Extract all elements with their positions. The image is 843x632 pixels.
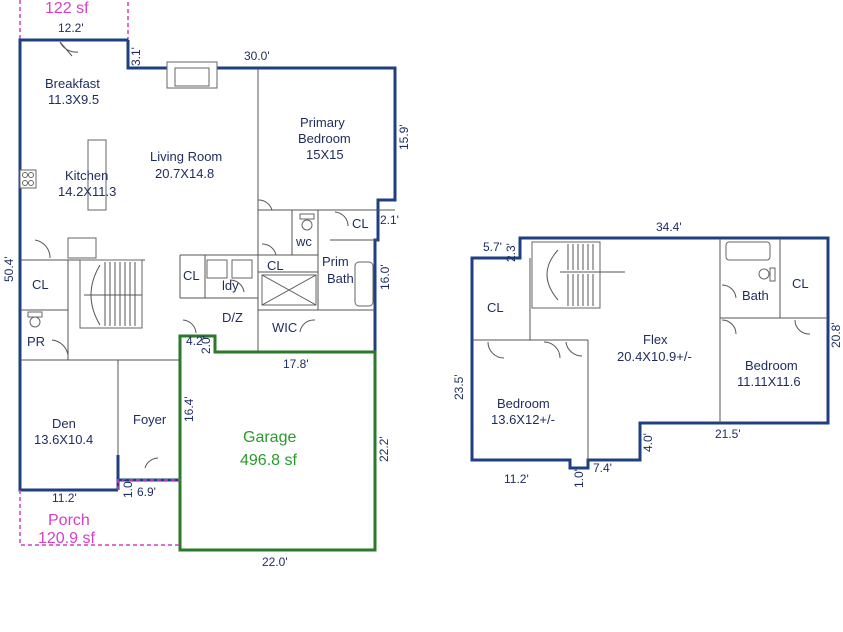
closet-label: CL	[183, 268, 200, 283]
closet-label: CL	[32, 277, 49, 292]
main-stairs-icon	[79, 259, 143, 329]
bathtub-icon	[354, 261, 374, 307]
dz-label: D/Z	[222, 310, 243, 325]
interior-walls	[20, 68, 395, 455]
upper-door-swings	[487, 284, 811, 359]
door-swings	[34, 41, 349, 469]
garage-label: Garage	[243, 429, 296, 446]
den-label: Den	[52, 416, 76, 431]
bedroom-right-size: 11.11X11.6	[737, 374, 801, 389]
dim-20-8: 20.8'	[829, 322, 843, 348]
kitchen-island	[87, 139, 107, 211]
dim-11-2-upper: 11.2'	[504, 472, 529, 486]
breakfast-label: Breakfast	[45, 76, 100, 91]
dim-1-0: 1.0'	[121, 479, 135, 498]
upper-floor: CL Bath CL Flex 20.4X10.9+/- Bedroom 13.…	[452, 220, 843, 488]
dim-50-4: 50.4'	[2, 256, 16, 282]
shower-icon	[261, 274, 317, 306]
toilet-icon	[27, 311, 43, 328]
porch: Porch 120.9 sf	[19, 479, 180, 547]
den-size: 13.6X10.4	[34, 432, 93, 447]
wic-label: WIC	[272, 320, 297, 335]
dim-16-0: 16.0'	[378, 264, 392, 290]
dim-21-5: 21.5'	[715, 427, 741, 441]
flex-label: Flex	[643, 332, 668, 347]
upper-exterior-walls	[470, 236, 830, 470]
dim-22-0: 22.0'	[262, 555, 288, 569]
dim-12-2: 12.2'	[58, 21, 84, 35]
upper-closet-right-label: CL	[792, 276, 809, 291]
dim-2-0: 2.0'	[199, 335, 213, 354]
dim-7-4: 7.4'	[593, 461, 612, 475]
dim-1-0-upper: 1.0'	[572, 469, 586, 488]
dim-2-1: 2.1'	[380, 213, 399, 227]
main-room-labels: Breakfast 11.3X9.5 Kitchen 14.2X11.3 Liv…	[27, 76, 369, 447]
dim-34-4: 34.4'	[656, 220, 682, 234]
kitchen-size: 14.2X11.3	[58, 184, 116, 199]
dim-3-1: 3.1'	[129, 47, 143, 66]
upper-stairs-icon	[531, 241, 625, 309]
living-room-label: Living Room	[150, 149, 222, 164]
upper-closet-left-label: CL	[487, 300, 504, 315]
closet-label: CL	[352, 216, 369, 231]
prim-bath-label-2: Bath	[327, 271, 354, 286]
main-floor: 122 sf Garage 496.8 sf Porch 120.9 sf	[2, 0, 411, 569]
fireplace-icon	[166, 61, 218, 89]
garage-area: 496.8 sf	[240, 452, 297, 469]
flex-size: 20.4X10.9+/-	[617, 349, 692, 364]
dim-4-0: 4.0'	[641, 433, 655, 452]
upper-dimensions: 5.7' 2.3' 34.4' 23.5' 20.8' 4.0' 21.5' 1…	[452, 220, 843, 488]
dim-4-2: 4.2'	[186, 334, 205, 348]
upper-interior-walls	[472, 238, 828, 460]
primary-label-2: Bedroom	[298, 131, 351, 146]
dim-17-8: 17.8'	[283, 357, 309, 371]
primary-size: 15X15	[306, 147, 344, 162]
wc-label: wc	[295, 234, 312, 249]
prim-bath-label: Prim	[322, 254, 349, 269]
bedroom-left-label: Bedroom	[497, 396, 550, 411]
foyer-label: Foyer	[133, 412, 167, 427]
upper-bathtub-icon	[725, 241, 771, 261]
powder-room-label: PR	[27, 334, 45, 349]
porch-area: 120.9 sf	[38, 530, 95, 547]
wc-toilet-icon	[299, 213, 315, 231]
primary-label: Primary	[300, 115, 345, 130]
dim-5-7: 5.7'	[483, 240, 502, 254]
top-area-label: 122 sf	[45, 0, 89, 17]
upper-bath-label: Bath	[742, 288, 769, 303]
dryer-icon	[231, 259, 253, 279]
washer-icon	[206, 259, 228, 279]
upper-room-labels: CL Bath CL Flex 20.4X10.9+/- Bedroom 13.…	[487, 276, 809, 427]
closet-label: CL	[267, 258, 284, 273]
dim-30-0: 30.0'	[244, 49, 270, 63]
dim-11-2: 11.2'	[52, 491, 77, 505]
bedroom-left-size: 13.6X12+/-	[491, 412, 555, 427]
porch-label: Porch	[48, 512, 90, 529]
stove-icon	[19, 169, 37, 189]
garage: Garage 496.8 sf	[178, 334, 377, 552]
fridge-icon	[67, 237, 97, 259]
dim-16-4: 16.4'	[182, 396, 196, 422]
main-dimensions: 12.2' 3.1' 30.0' 15.9' 2.1' 50.4' 16.0' …	[2, 21, 411, 569]
dim-23-5: 23.5'	[452, 374, 466, 400]
laundry-label: ldy	[222, 278, 239, 293]
living-room-size: 20.7X14.8	[155, 166, 214, 181]
kitchen-label: Kitchen	[65, 168, 108, 183]
bedroom-right-label: Bedroom	[745, 358, 798, 373]
upper-toilet-icon	[758, 267, 776, 282]
dim-6-9: 6.9'	[137, 485, 156, 499]
dim-2-3: 2.3'	[504, 243, 518, 262]
breakfast-size: 11.3X9.5	[48, 92, 99, 107]
dim-22-2: 22.2'	[377, 436, 391, 462]
dim-15-9: 15.9'	[397, 124, 411, 150]
